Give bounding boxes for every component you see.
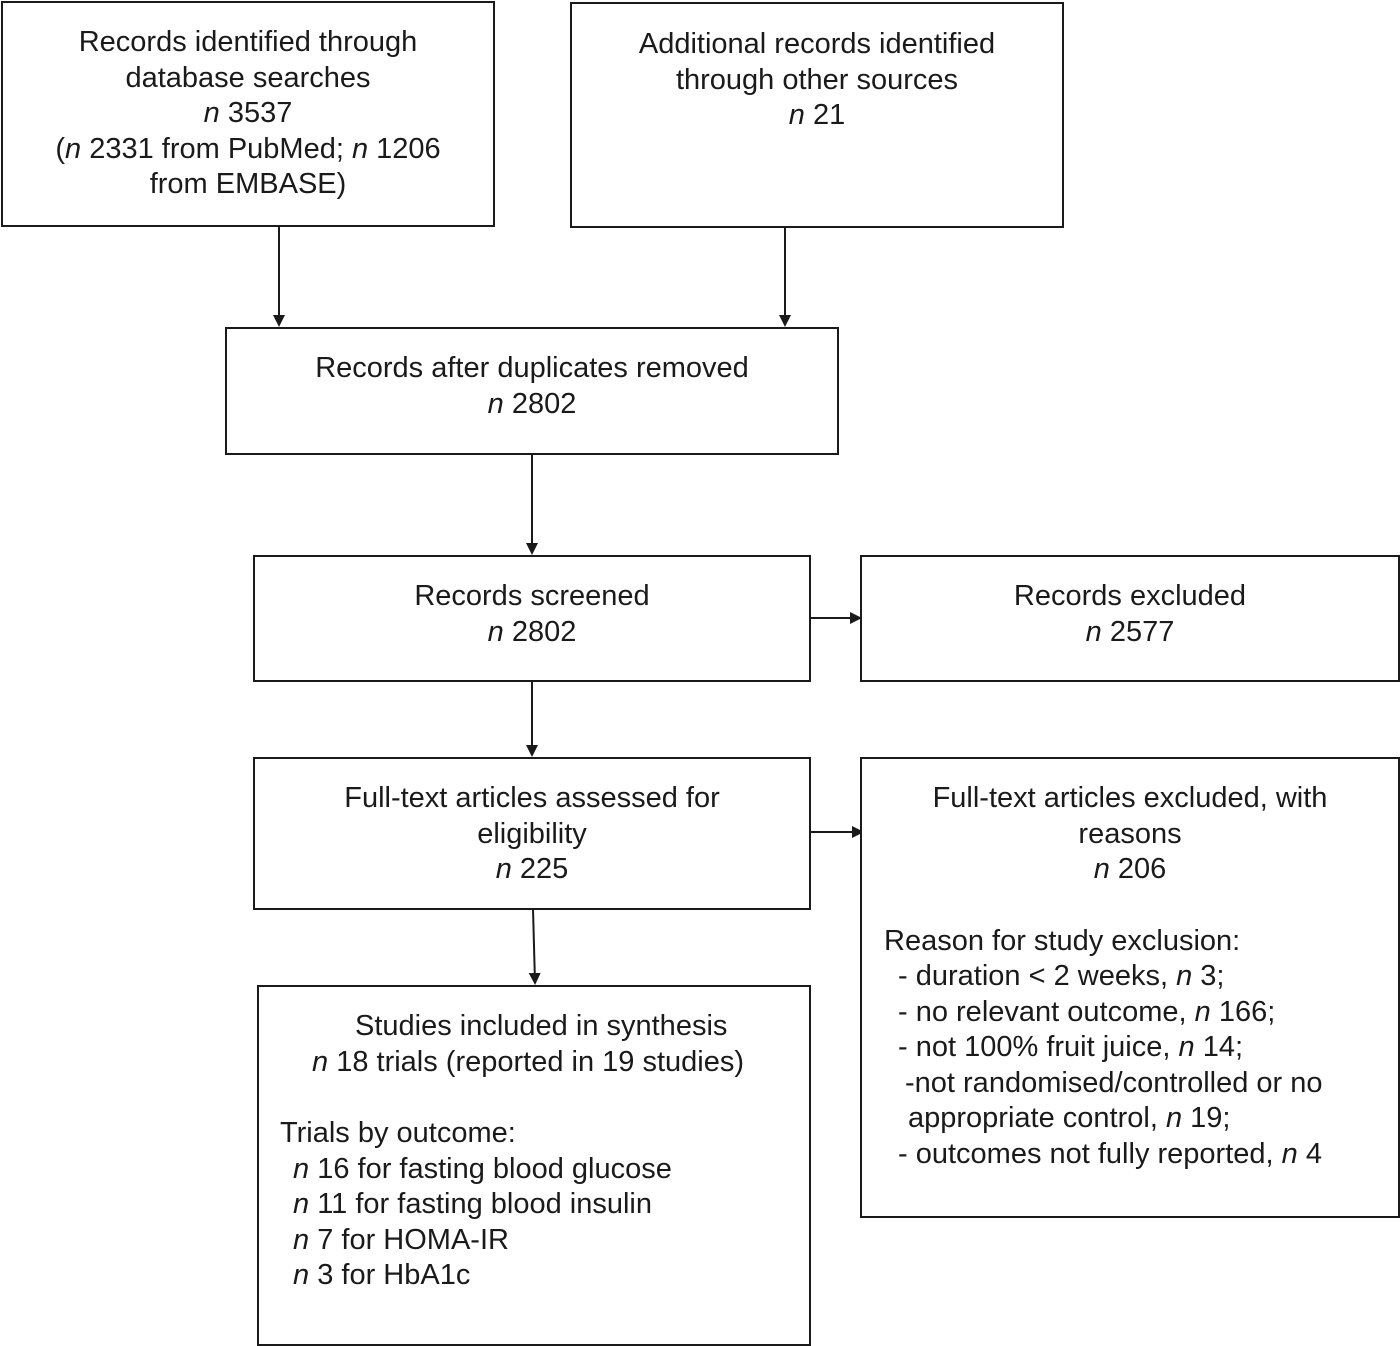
db-search-line5: from EMBASE) <box>149 168 347 200</box>
other-sources-line1: Additional records identified <box>638 28 996 60</box>
outcome-hba1c: n 3 for HbA1c <box>293 1259 471 1291</box>
exclusion-reason-juice: - not 100% fruit juice, n 14; <box>898 1031 1244 1063</box>
db-search-line2: database searches <box>125 61 371 94</box>
fulltext-assessed-line2: eligibility <box>477 817 587 850</box>
outcome-glucose: n 16 for fasting blood glucose <box>293 1152 672 1185</box>
arrow-fulltext-to-included <box>528 908 541 985</box>
box-records-excluded: Records excluded n 2577 <box>860 555 1400 682</box>
db-search-line1: Records identified through <box>78 26 418 58</box>
exclusion-reason-outcome: - no relevant outcome, n 166; <box>898 995 1276 1028</box>
excluded-count: n 2577 <box>1085 615 1175 648</box>
fulltext-excluded-line2: reasons <box>1078 817 1182 850</box>
duplicates-line1: Records after duplicates removed <box>315 352 749 384</box>
box-duplicates-removed: Records after duplicates removed n 2802 <box>225 327 839 455</box>
outcome-insulin: n 11 for fasting blood insulin <box>293 1188 652 1220</box>
box-fulltext-assessed: Full-text articles assessed for eligibil… <box>253 757 811 910</box>
box-database-searches: Records identified through database sear… <box>1 1 495 227</box>
excluded-line1: Records excluded <box>1013 580 1247 612</box>
db-search-breakdown: (n 2331 from PubMed; n 1206 <box>55 132 441 165</box>
duplicates-count: n 2802 <box>487 387 577 420</box>
screened-count: n 2802 <box>487 615 577 648</box>
exclusion-reasons-title: Reason for study exclusion: <box>884 924 1241 957</box>
box-studies-included: Studies included in synthesis n 18 trial… <box>257 985 811 1346</box>
outcome-homa: n 7 for HOMA-IR <box>293 1223 509 1256</box>
included-line1: Studies included in synthesis <box>355 1010 728 1042</box>
fulltext-excluded-count: n 206 <box>1093 853 1167 885</box>
other-sources-line2: through other sources <box>675 63 959 96</box>
exclusion-reason-randomised-line1: -not randomised/controlled or no <box>905 1066 1323 1099</box>
fulltext-assessed-line1: Full-text articles assessed for <box>344 782 720 814</box>
fulltext-excluded-line1: Full-text articles excluded, with <box>932 782 1328 814</box>
exclusion-reason-randomised-line2: appropriate control, n 19; <box>908 1102 1231 1134</box>
box-records-screened: Records screened n 2802 <box>253 555 811 682</box>
db-search-count: n 3537 <box>203 97 293 129</box>
fulltext-assessed-count: n 225 <box>495 853 569 885</box>
included-count: n 18 trials (reported in 19 studies) <box>312 1045 745 1078</box>
box-other-sources: Additional records identified through ot… <box>570 2 1064 228</box>
other-sources-count: n 21 <box>788 99 846 131</box>
exclusion-reason-duration: - duration < 2 weeks, n 3; <box>898 960 1225 992</box>
screened-line1: Records screened <box>414 580 650 612</box>
exclusion-reason-reported: - outcomes not fully reported, n 4 <box>898 1137 1322 1170</box>
outcome-title: Trials by outcome: <box>280 1117 516 1149</box>
box-fulltext-excluded: Full-text articles excluded, with reason… <box>860 757 1400 1218</box>
